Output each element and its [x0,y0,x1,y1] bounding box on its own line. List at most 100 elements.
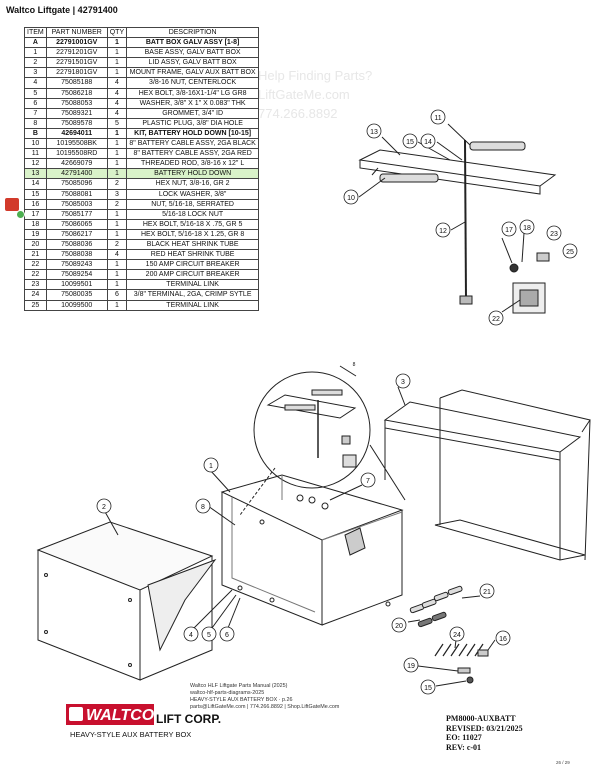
cell-qty: 1 [106,228,128,240]
toolbar-badge-icon[interactable] [5,198,19,211]
callout-17: 17 [505,227,513,234]
doc-number: PM8000-AUXBATT [446,714,516,723]
cell-desc: GROMMET, 3/4" ID [126,107,260,119]
base-box [220,474,404,541]
callout-10: 10 [347,195,355,202]
table-header-row: ITEM PART NUMBER QTY DESCRIPTION [24,26,260,39]
cell-desc: HEX BOLT, 5/16-18 X .75, GR 5 [126,218,260,230]
callout-12: 12 [439,228,447,235]
cell-qty: 4 [106,249,128,261]
callout-16: 16 [499,636,507,643]
cell-qty: 4 [106,107,128,119]
col-qty: QTY [106,26,128,39]
cell-qty: 1 [106,168,128,180]
cell-qty: 4 [106,87,128,99]
cell-qty: 1 [106,127,128,140]
cell-qty: 1 [106,67,128,79]
callout-23: 23 [550,231,558,238]
waltco-logo [66,704,154,725]
revised-date: REVISED: 03/21/2025 [446,723,523,733]
red-cable [469,141,526,151]
cell-desc: BLACK HEAT SHRINK TUBE [126,238,260,251]
cell-qty: 5 [106,117,128,129]
callout-7: 7 [366,478,370,485]
rev-number: REV: c-01 [446,742,482,752]
cell-qty: 4 [106,77,128,89]
callout-2: 2 [102,504,106,511]
cell-qty: 3 [106,188,128,200]
cell-desc: 3/8-16 NUT, CENTERLOCK [126,77,260,89]
footer-source: Waltco HLF Liftgate Parts Manual (2025) [190,683,288,689]
waltco-logo-icon [69,707,83,721]
footer-section: HEAVY-STYLE AUX BATTERY BOX · p.26 [190,697,293,703]
page-header: Waltco Liftgate | 42791400 [0,0,600,22]
page-number: 26 / 29 [556,760,570,765]
cell-qty: 1 [106,259,128,271]
callout-11: 11 [434,115,441,122]
cell-desc: RED HEAT SHRINK TUBE [126,249,260,261]
cell-qty: 1 [106,299,128,311]
cell-qty: 4 [106,97,128,109]
cell-qty: 1 [106,218,128,230]
cell-qty: 1 [106,269,128,281]
cell-desc: TERMINAL LINK [126,299,260,311]
cell-desc: HEX NUT, 3/8-16, GR 2 [126,178,260,190]
callout-8-detail: 8 [353,362,356,368]
cell-desc: TERMINAL LINK [126,279,260,291]
threaded-rod [464,139,467,301]
cell-qty: 2 [106,178,128,190]
callout-25: 25 [566,249,574,256]
cell-desc: PLASTIC PLUG, 3/8" DIA HOLE [126,117,260,129]
cell-qty: 1 [106,158,128,170]
callout-14: 14 [424,139,432,146]
callout-4: 4 [189,632,193,639]
cell-qty: 1 [106,148,128,160]
cell-desc: BASE ASSY, GALV BATT BOX [126,47,260,59]
cell-qty: 1 [106,138,128,150]
callout-18: 18 [523,225,531,232]
callout-8: 8 [201,504,205,511]
cell-qty: 1 [106,208,128,220]
black-cable [379,173,439,183]
cell-desc: LOCK WASHER, 3/8" [126,188,260,200]
cell-desc: LID ASSY, GALV BATT BOX [126,57,260,69]
cell-qty: 1 [106,47,128,59]
check-icon [16,210,25,219]
footer-contact[interactable]: parts@LiftGateMe.com | 774.266.8892 | Sh… [190,704,340,710]
footer-slug: waltco-hlf-parts-diagrams-2025 [190,690,265,696]
cell-desc: BATT BOX GALV ASSY [1-8] [126,37,260,49]
col-description: DESCRIPTION [126,26,260,39]
cell-desc: WASHER, 3/8" X 1" X 0.083" THK [126,97,260,109]
cell-desc: NUT, 5/16-18, SERRATED [126,198,260,210]
hold-down-bracket [358,149,557,187]
cell-desc: BATTERY HOLD DOWN [126,168,260,180]
company-name: LIFT CORP. [156,712,222,726]
callout-19: 19 [407,663,415,670]
revision-block: PM8000-AUXBATT REVISED: 03/21/2025 EO: 1… [446,714,523,752]
logo-text: WALTCO [86,707,155,724]
callout-15-bottom: 15 [424,685,432,692]
callout-22: 22 [492,316,500,323]
eo-number: EO: 11027 [446,733,482,742]
page-title: Waltco Liftgate | 42791400 [6,5,118,15]
callout-24: 24 [453,632,461,639]
cell-qty: 1 [106,279,128,291]
